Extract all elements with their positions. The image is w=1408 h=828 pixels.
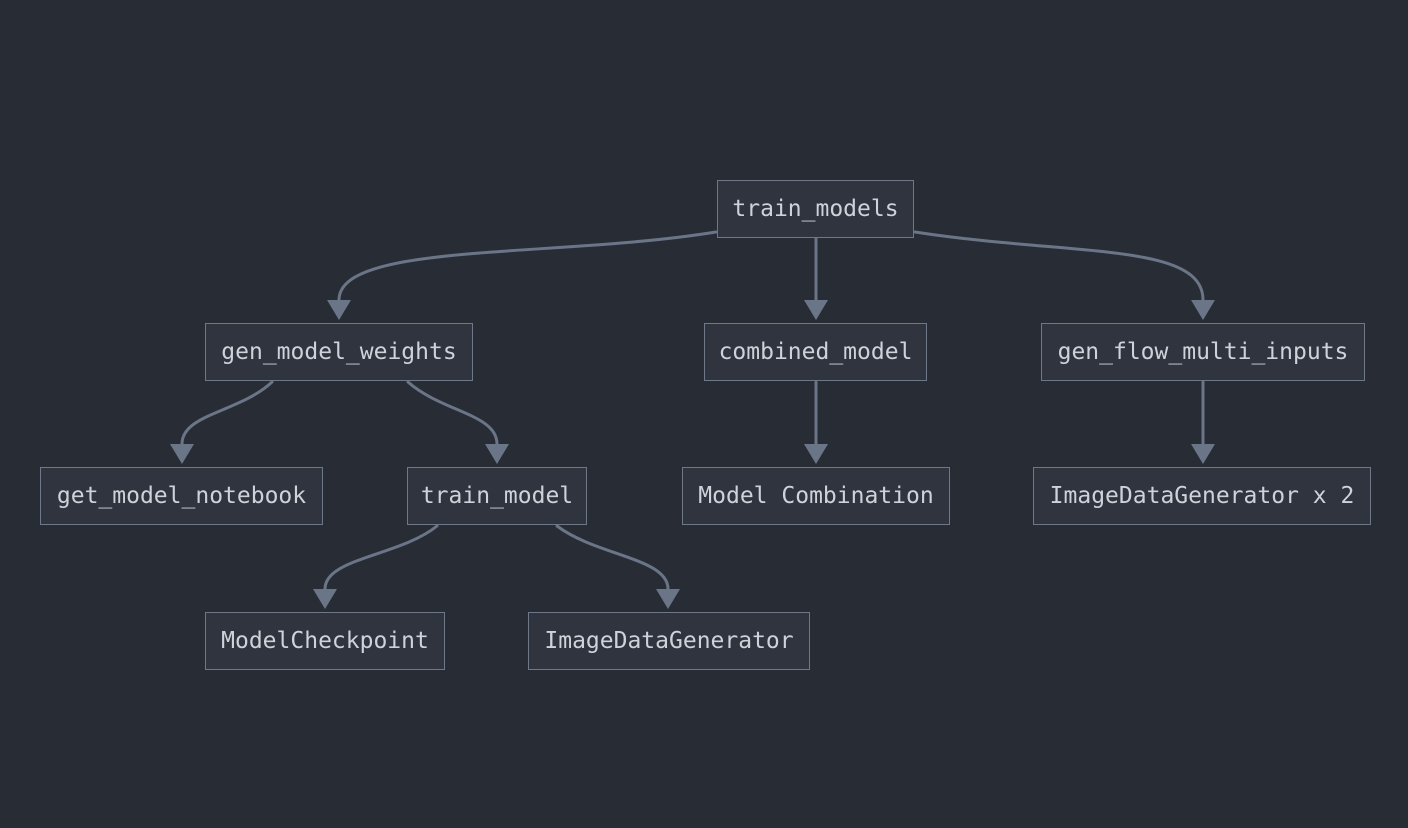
- edge-train_models-to-gen_model_weights: [337, 230, 718, 302]
- node-train_model: train_model: [407, 467, 587, 525]
- node-model-combination: Model Combination: [682, 467, 950, 525]
- arrowhead-model_combination: [804, 444, 828, 464]
- node-gen_model_weights: gen_model_weights: [205, 323, 473, 381]
- arrowhead-gen_flow_multi_inputs: [1191, 300, 1215, 320]
- node-combined_model: combined_model: [704, 323, 927, 381]
- arrowhead-model_checkpoint: [313, 589, 337, 609]
- arrowhead-image_data_generator_x2: [1191, 444, 1215, 464]
- arrowhead-train_model: [485, 444, 509, 464]
- edge-gen_model_weights-to-train_model: [406, 380, 499, 446]
- edge-train_models-to-gen_flow_multi_inputs: [913, 230, 1205, 302]
- node-train_models: train_models: [717, 180, 914, 238]
- arrowhead-gen_model_weights: [327, 300, 351, 320]
- edge-train_model-to-image_data_generator: [555, 524, 670, 591]
- arrowhead-get_model_notebook: [170, 444, 194, 464]
- node-get_model_notebook: get_model_notebook: [40, 467, 323, 525]
- node-model-checkpoint: ModelCheckpoint: [205, 612, 445, 670]
- node-image-data-generator: ImageDataGenerator: [528, 612, 810, 670]
- arrowhead-combined_model: [804, 300, 828, 320]
- edge-gen_model_weights-to-get_model_notebook: [180, 380, 274, 446]
- node-gen_flow_multi_inputs: gen_flow_multi_inputs: [1041, 323, 1365, 381]
- node-image-data-generator-x2: ImageDataGenerator x 2: [1033, 467, 1371, 525]
- arrowhead-image_data_generator: [656, 589, 680, 609]
- edge-train_model-to-model_checkpoint: [323, 524, 439, 591]
